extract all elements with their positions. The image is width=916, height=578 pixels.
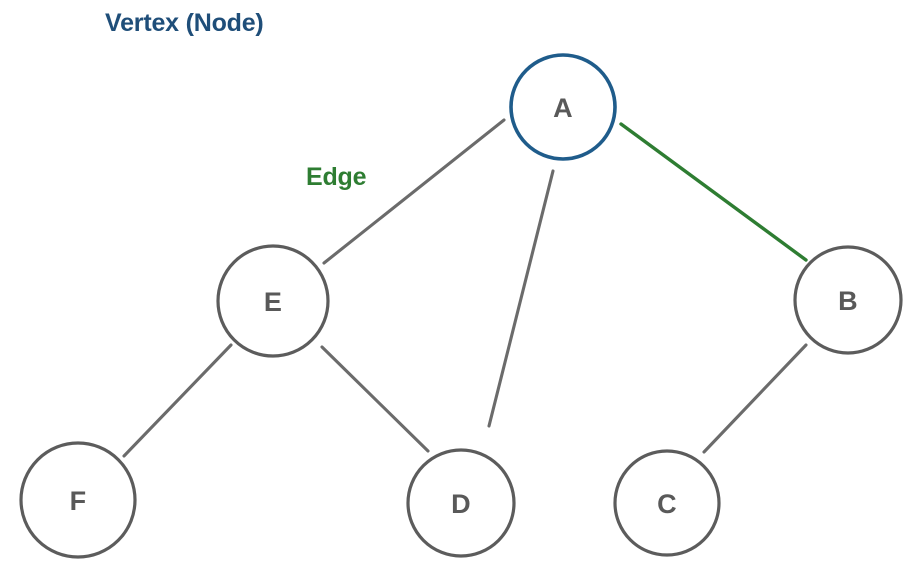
graph-node-a[interactable]: A — [509, 53, 617, 161]
edges-layer — [122, 118, 808, 458]
graph-edge-b-c[interactable] — [702, 343, 808, 454]
node-label-f: F — [70, 486, 87, 516]
node-circle-c[interactable] — [613, 449, 721, 557]
graph-node-c[interactable]: C — [613, 449, 721, 557]
graph-node-e[interactable]: E — [216, 244, 330, 358]
node-label-e: E — [264, 287, 282, 317]
node-circle-a[interactable] — [509, 53, 617, 161]
graph-edge-a-e[interactable] — [322, 118, 506, 265]
node-label-b: B — [838, 286, 858, 316]
annotation-vertex-node: Vertex (Node) — [105, 9, 264, 37]
graph-node-f[interactable]: F — [19, 441, 137, 559]
graph-edge-e-d[interactable] — [320, 345, 430, 453]
node-circle-e[interactable] — [216, 244, 330, 358]
graph-edge-e-f[interactable] — [122, 343, 233, 458]
graph-edge-a-b[interactable] — [619, 122, 808, 262]
graph-node-b[interactable]: B — [793, 245, 903, 355]
graph-node-d[interactable]: D — [406, 448, 516, 558]
node-label-d: D — [451, 489, 471, 519]
node-label-c: C — [657, 489, 677, 519]
node-circle-f[interactable] — [19, 441, 137, 559]
nodes-layer: A E B F D C — [19, 53, 903, 559]
node-label-a: A — [553, 93, 573, 123]
node-circle-d[interactable] — [406, 448, 516, 558]
node-circle-b[interactable] — [793, 245, 903, 355]
annotation-edge: Edge — [306, 163, 367, 191]
graph-edge-a-d[interactable] — [487, 169, 555, 428]
